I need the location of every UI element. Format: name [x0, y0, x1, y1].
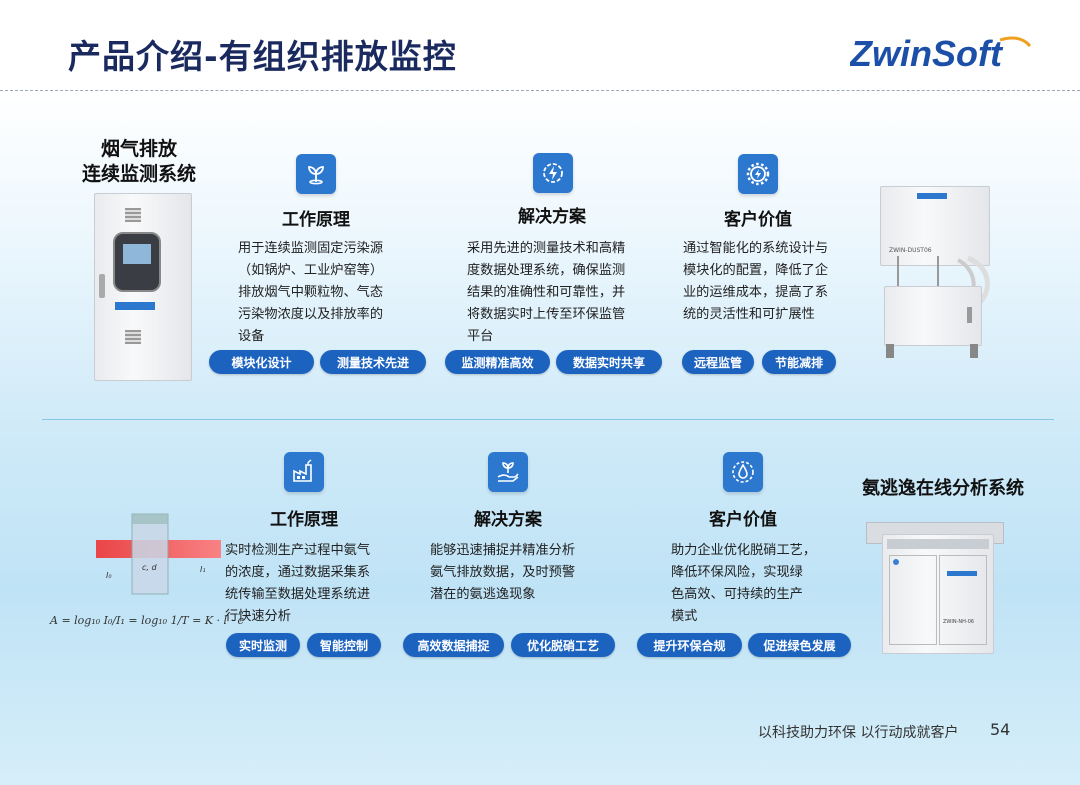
gear-icon: [738, 154, 778, 194]
cems-cabinet-image: [94, 193, 192, 381]
section2-system-name: 氨逃逸在线分析系统: [862, 478, 1024, 499]
tag-accurate-monitoring[interactable]: 监测精准高效: [445, 350, 550, 374]
header-divider: [0, 90, 1080, 91]
section2-col3-text: 助力企业优化脱硝工艺， 降低环保风险，实现绿 色高效、可持续的生产 模式: [671, 543, 817, 624]
tag-advanced-measurement[interactable]: 测量技术先进: [320, 350, 426, 374]
section2-col1-heading: 工作原理: [270, 510, 338, 530]
tag-remote-supervision[interactable]: 远程监管: [682, 350, 754, 374]
section1-col1-heading: 工作原理: [282, 210, 350, 230]
section1-system-name: 烟气排放 连续监测系统: [64, 137, 214, 187]
section1-col3-text: 通过智能化的系统设计与 模块化的配置，降低了企 业的运维成本，提高了系 统的灵活…: [683, 241, 829, 322]
tag-energy-saving[interactable]: 节能减排: [762, 350, 836, 374]
vent-icon: [125, 208, 141, 222]
svg-text:ZwinSoft: ZwinSoft: [850, 33, 1004, 74]
tag-efficient-data-capture[interactable]: 高效数据捕捉: [403, 633, 504, 657]
lightning-gear-icon: [533, 153, 573, 193]
tag-green-development[interactable]: 促进绿色发展: [748, 633, 851, 657]
beer-lambert-formula: A = log₁₀ I₀/I₁ = log₁₀ 1/T = K · l · c: [50, 614, 244, 627]
section1-col2-text: 采用先进的测量技术和高精 度数据处理系统，确保监测 结果的准确性和可靠性，并 将…: [467, 241, 626, 344]
section1-col2-heading: 解决方案: [518, 207, 586, 227]
section2-col3-heading: 客户价值: [709, 510, 777, 530]
footer-slogan: 以科技助力环保 以行动成就客户: [758, 725, 959, 741]
tag-realtime-monitoring[interactable]: 实时监测: [226, 633, 300, 657]
zwinsoft-logo: ZwinSoft: [850, 33, 1032, 74]
section1-col1-text: 用于连续监测固定污染源 （如锅炉、工业炉窑等） 排放烟气中颗粒物、气态 污染物浓…: [238, 241, 384, 344]
section1-col3-heading: 客户价值: [724, 210, 792, 230]
section-divider: [42, 419, 1054, 420]
system-name-line2: 连续监测系统: [81, 163, 196, 185]
plant-icon: [296, 154, 336, 194]
eco-drop-icon: [723, 452, 763, 492]
handle-icon: [99, 274, 105, 298]
ammonia-analyzer-image: ZWIN-NH-06: [866, 514, 1004, 656]
hand-plant-icon: [488, 452, 528, 492]
tag-modular-design[interactable]: 模块化设计: [209, 350, 314, 374]
absorption-diagram: I₀ I₁ c, d: [96, 513, 221, 595]
vent-icon: [125, 330, 141, 344]
svg-text:c, d: c, d: [142, 563, 157, 572]
system-name-line1: 烟气排放: [100, 138, 177, 160]
svg-text:I₁: I₁: [200, 565, 206, 574]
tag-optimize-denitration[interactable]: 优化脱硝工艺: [511, 633, 615, 657]
factory-icon: [284, 452, 324, 492]
svg-text:I₀: I₀: [106, 571, 112, 580]
section2-col1-text: 实时检测生产过程中氨气 的浓度，通过数据采集系 统传输至数据处理系统进 行快速分…: [225, 543, 371, 624]
tag-realtime-sharing[interactable]: 数据实时共享: [556, 350, 662, 374]
cabinet-brand-plate: [115, 302, 155, 310]
tag-intelligent-control[interactable]: 智能控制: [307, 633, 381, 657]
display-window: [113, 232, 161, 292]
dust-monitor-device-image: ZWIN-DUST06: [878, 186, 993, 361]
page-number: 54: [990, 720, 1011, 739]
page-title: 产品介绍-有组织排放监控: [68, 37, 457, 76]
section2-col2-heading: 解决方案: [474, 510, 542, 530]
section2-col2-text: 能够迅速捕捉并精准分析 氨气排放数据，及时预警 潜在的氨逃逸现象: [430, 543, 576, 602]
tag-environmental-compliance[interactable]: 提升环保合规: [637, 633, 742, 657]
